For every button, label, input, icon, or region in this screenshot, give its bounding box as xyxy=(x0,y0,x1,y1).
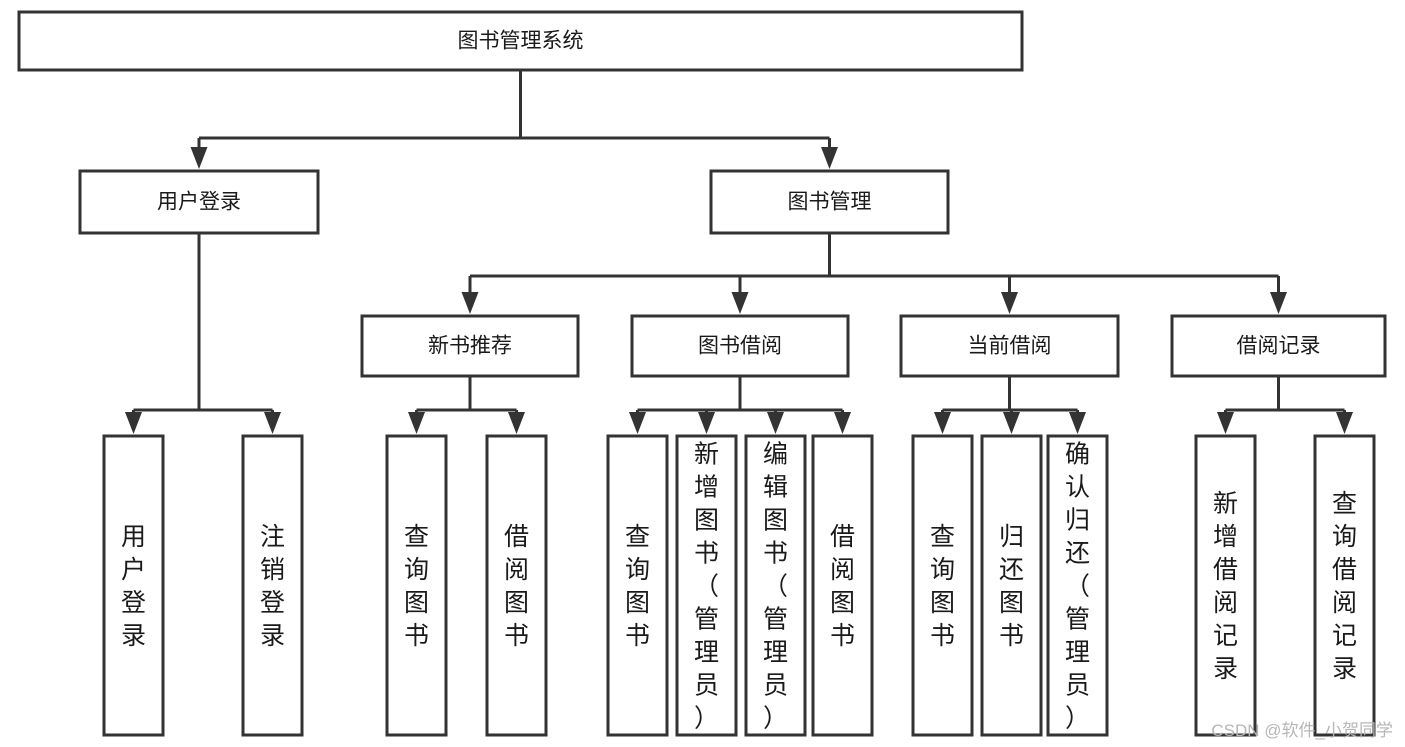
node-leaf-user-logout[interactable]: 注销登录 xyxy=(241,434,304,737)
node-label-leaf-current-query: 查询图书 xyxy=(930,523,955,650)
node-box-leaf-borrow-edit xyxy=(744,434,807,737)
node-label-leaf-user-login: 用户登录 xyxy=(121,523,146,650)
node-leaf-newbook-query[interactable]: 查询图书 xyxy=(385,434,448,737)
node-box-borrow xyxy=(630,314,850,378)
node-box-leaf-record-query xyxy=(1313,434,1376,737)
node-box-leaf-newbook-query xyxy=(385,434,448,737)
node-leaf-borrow-edit[interactable]: 编辑图书（管理员） xyxy=(744,434,807,737)
node-leaf-record-add[interactable]: 新增借阅记录 xyxy=(1194,434,1257,737)
connector-group-record xyxy=(1217,376,1353,434)
node-bookmgmt[interactable]: 图书管理 xyxy=(709,169,950,235)
node-label-leaf-borrow-query: 查询图书 xyxy=(625,523,650,650)
node-box-leaf-record-add xyxy=(1194,434,1257,737)
node-box-leaf-current-return xyxy=(980,434,1043,737)
node-box-leaf-borrow-lend xyxy=(811,434,874,737)
node-box-root xyxy=(17,10,1024,72)
node-leaf-borrow-query[interactable]: 查询图书 xyxy=(606,434,669,737)
node-label-record: 借阅记录 xyxy=(1237,335,1321,358)
node-label-leaf-record-add: 新增借阅记录 xyxy=(1213,490,1238,683)
node-box-login xyxy=(78,169,320,235)
node-leaf-newbook-borrow[interactable]: 借阅图书 xyxy=(485,434,548,737)
node-box-leaf-current-query xyxy=(911,434,974,737)
node-label-leaf-current-confirm: 确认归还（管理员） xyxy=(1065,441,1090,733)
node-label-leaf-borrow-edit: 编辑图书（管理员） xyxy=(763,441,788,733)
node-label-root: 图书管理系统 xyxy=(458,30,584,53)
watermark-label: CSDN @软件_小贺同学 xyxy=(1211,721,1393,740)
connector-group-borrow xyxy=(629,376,851,434)
node-newbook[interactable]: 新书推荐 xyxy=(360,314,580,378)
connector-group-current xyxy=(934,376,1086,434)
node-label-leaf-borrow-lend: 借阅图书 xyxy=(830,523,855,650)
node-box-current xyxy=(899,314,1120,378)
node-leaf-borrow-add[interactable]: 新增图书（管理员） xyxy=(675,434,738,737)
node-login[interactable]: 用户登录 xyxy=(78,169,320,235)
node-box-leaf-current-confirm xyxy=(1046,434,1109,737)
connector-group-bookmgmt xyxy=(461,233,1287,314)
node-borrow[interactable]: 图书借阅 xyxy=(630,314,850,378)
node-box-leaf-borrow-add xyxy=(675,434,738,737)
node-leaf-current-confirm[interactable]: 确认归还（管理员） xyxy=(1046,434,1109,737)
node-box-leaf-user-logout xyxy=(241,434,304,737)
node-box-leaf-user-login xyxy=(102,434,165,737)
node-box-newbook xyxy=(360,314,580,378)
node-current[interactable]: 当前借阅 xyxy=(899,314,1120,378)
node-label-bookmgmt: 图书管理 xyxy=(788,191,872,214)
node-label-leaf-current-return: 归还图书 xyxy=(999,523,1024,650)
node-leaf-borrow-lend[interactable]: 借阅图书 xyxy=(811,434,874,737)
node-leaf-user-login[interactable]: 用户登录 xyxy=(102,434,165,737)
node-label-leaf-record-query: 查询借阅记录 xyxy=(1332,490,1357,683)
node-label-leaf-borrow-add: 新增图书（管理员） xyxy=(694,441,719,733)
node-label-leaf-newbook-query: 查询图书 xyxy=(404,523,429,650)
node-record[interactable]: 借阅记录 xyxy=(1170,314,1387,378)
node-label-borrow: 图书借阅 xyxy=(698,335,782,358)
node-leaf-current-return[interactable]: 归还图书 xyxy=(980,434,1043,737)
node-label-current: 当前借阅 xyxy=(968,335,1052,358)
connector-layer xyxy=(125,70,1353,434)
node-box-leaf-newbook-borrow xyxy=(485,434,548,737)
node-box-bookmgmt xyxy=(709,169,950,235)
connector-group-root xyxy=(190,70,838,169)
node-leaf-record-query[interactable]: 查询借阅记录 xyxy=(1313,434,1376,737)
node-label-leaf-newbook-borrow: 借阅图书 xyxy=(504,523,529,650)
node-label-leaf-user-logout: 注销登录 xyxy=(260,523,285,650)
node-label-login: 用户登录 xyxy=(157,191,241,214)
node-box-leaf-borrow-query xyxy=(606,434,669,737)
node-box-record xyxy=(1170,314,1387,378)
connector-group-newbook xyxy=(408,376,525,434)
node-root[interactable]: 图书管理系统 xyxy=(17,10,1024,72)
connector-group-login xyxy=(125,233,281,434)
node-layer: 图书管理系统用户登录图书管理新书推荐图书借阅当前借阅借阅记录用户登录注销登录查询… xyxy=(17,10,1387,737)
node-leaf-current-query[interactable]: 查询图书 xyxy=(911,434,974,737)
node-label-newbook: 新书推荐 xyxy=(428,335,512,358)
